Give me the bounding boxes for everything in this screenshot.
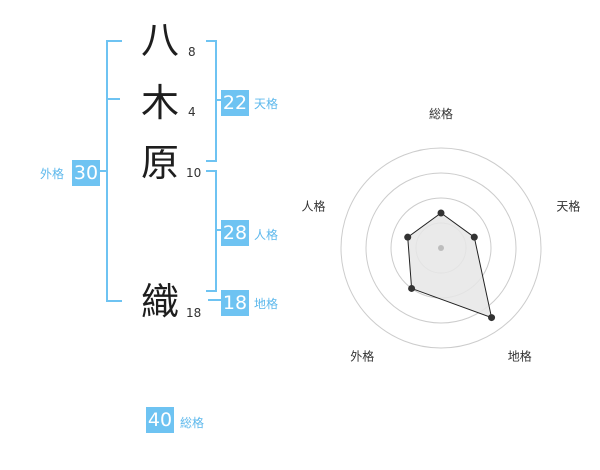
stroke-count-3: 10 [186,166,202,180]
tenkaku-connector [215,99,221,101]
radar-point [488,314,496,322]
stroke-count-2: 4 [188,105,196,119]
radar-center-marker [438,245,444,251]
gaikaku-value: 30 [72,160,100,186]
jinkaku-label: 人格 [254,228,279,242]
soukaku-value: 40 [146,407,174,433]
name-char-4: 織 [140,280,179,324]
radar-point [408,284,416,292]
stroke-count-4: 18 [186,306,202,320]
tenkaku-label: 天格 [254,97,279,111]
stroke-count-1: 8 [188,45,196,59]
soukaku-label: 総格 [180,416,205,430]
radar-axis-label: 天格 [556,199,580,214]
radar-point [404,233,412,241]
name-char-1: 八 [140,18,179,62]
chikaku-label: 地格 [254,297,279,311]
jinkaku-value: 28 [221,220,249,246]
name-char-2: 木 [140,81,179,125]
radar-area [407,212,493,319]
given-bracket [206,170,217,292]
radar-point [470,233,478,241]
radar-axis-label: 人格 [302,199,326,214]
outer-bracket-mid-tick [106,98,120,100]
tenkaku-value: 22 [221,90,249,116]
chikaku-value: 18 [221,290,249,316]
radar-axis-label: 総格 [429,106,453,121]
radar-grid-ring [365,172,517,324]
radar-axis-label: 外格 [350,348,374,363]
jinkaku-connector [215,229,221,231]
radar-point [437,209,445,217]
radar-axis-label: 地格 [508,348,532,363]
name-char-3: 原 [140,141,179,185]
radar-grid-ring [340,147,542,349]
surname-bracket [206,40,217,162]
chikaku-connector [208,299,221,301]
gaikaku-label: 外格 [40,167,65,181]
gaikaku-connector [100,170,108,172]
